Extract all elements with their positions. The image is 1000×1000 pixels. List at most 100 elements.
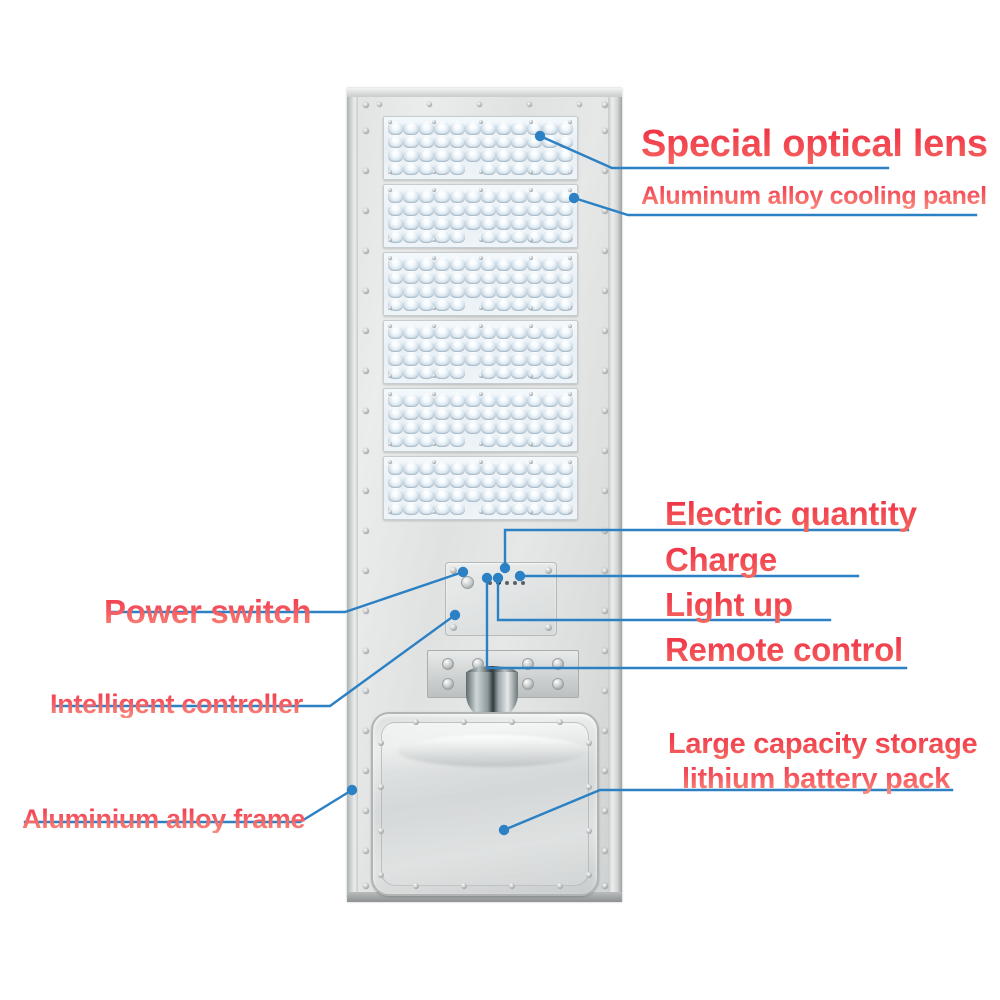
led-lens xyxy=(542,189,558,203)
led-lens xyxy=(449,134,466,148)
led-lens xyxy=(449,501,466,515)
led-lens xyxy=(434,365,450,379)
led-lens xyxy=(418,338,435,352)
led-lens xyxy=(465,257,481,271)
label-light-up: Light up xyxy=(665,586,793,623)
led-lens xyxy=(403,284,419,298)
led-lens xyxy=(403,148,419,162)
led-lens xyxy=(511,148,527,162)
led-module-screw xyxy=(388,170,392,174)
led-module-screw xyxy=(528,238,533,242)
frame-rivet xyxy=(363,883,369,889)
led-lens xyxy=(434,461,450,475)
battery-door-screw xyxy=(378,784,384,790)
led-lens xyxy=(403,488,419,502)
led-lens xyxy=(542,406,558,420)
power-switch-knob[interactable] xyxy=(461,576,474,589)
led-lens xyxy=(557,284,573,298)
led-lens xyxy=(388,393,404,407)
led-lens xyxy=(434,420,450,434)
led-lens xyxy=(449,420,466,434)
led-lens xyxy=(526,393,543,407)
led-lens xyxy=(557,270,573,284)
led-lens xyxy=(511,161,527,175)
led-lens-grid xyxy=(388,189,573,243)
led-lens xyxy=(449,216,466,230)
led-module-screw xyxy=(568,324,572,328)
led-lens xyxy=(403,297,419,311)
led-lens xyxy=(434,257,450,271)
led-lens xyxy=(403,121,419,135)
led-module xyxy=(383,252,578,316)
led-module-screw xyxy=(478,256,483,260)
led-lens xyxy=(449,338,466,352)
led-lens xyxy=(542,161,558,175)
led-lens xyxy=(403,202,419,216)
led-lens xyxy=(557,325,573,339)
led-lens xyxy=(511,433,527,447)
led-module-screw xyxy=(478,392,483,396)
led-lens xyxy=(403,406,419,420)
led-lens xyxy=(449,352,466,366)
led-lens xyxy=(449,474,466,488)
led-lens xyxy=(557,461,573,475)
led-lens xyxy=(495,284,512,298)
led-lens xyxy=(403,257,419,271)
led-lens xyxy=(418,189,435,203)
led-module xyxy=(383,116,578,180)
led-module-screw xyxy=(568,392,572,396)
led-lens xyxy=(434,121,450,135)
frame-rivet xyxy=(377,102,382,107)
led-lens xyxy=(511,352,527,366)
led-lens xyxy=(465,338,481,352)
led-lens xyxy=(465,352,481,366)
battery-door-screw xyxy=(557,883,563,889)
led-module-screw xyxy=(432,238,437,242)
led-lens xyxy=(465,134,481,148)
led-lens xyxy=(403,189,419,203)
led-module-screw xyxy=(568,374,572,378)
led-module-screw xyxy=(478,120,483,124)
frame-rivet xyxy=(602,408,608,414)
led-lens xyxy=(418,352,435,366)
led-lens xyxy=(480,420,496,434)
led-lens xyxy=(449,393,466,407)
led-lens xyxy=(526,134,543,148)
led-lens xyxy=(557,474,573,488)
led-module-screw xyxy=(388,510,392,514)
led-lens xyxy=(511,325,527,339)
led-lens xyxy=(557,134,573,148)
frame-rivet xyxy=(602,848,608,854)
led-lens xyxy=(526,325,543,339)
led-lens xyxy=(511,257,527,271)
led-lens xyxy=(511,121,527,135)
led-lens xyxy=(465,189,481,203)
led-lens xyxy=(526,461,543,475)
bracket-bolt xyxy=(442,678,454,690)
led-lens xyxy=(418,270,435,284)
led-lens xyxy=(465,488,481,502)
led-lens xyxy=(495,161,512,175)
led-lens xyxy=(542,216,558,230)
led-lens xyxy=(480,501,496,515)
frame-rivet xyxy=(363,448,369,454)
battery-door-screw xyxy=(586,740,592,746)
led-lens xyxy=(511,216,527,230)
led-lens xyxy=(495,257,512,271)
led-lens xyxy=(388,216,404,230)
frame-rivet xyxy=(602,168,608,174)
battery-door-screw xyxy=(413,719,419,725)
led-lens xyxy=(480,474,496,488)
controller-screw xyxy=(545,567,552,574)
battery-compartment-door xyxy=(371,712,599,896)
led-lens xyxy=(511,488,527,502)
led-lens xyxy=(480,393,496,407)
led-lens xyxy=(418,325,435,339)
led-module-screw xyxy=(432,324,437,328)
led-lens xyxy=(418,393,435,407)
led-module-screw xyxy=(388,256,392,260)
led-lens xyxy=(465,121,481,135)
led-module-screw xyxy=(528,442,533,446)
frame-rivet xyxy=(363,528,369,534)
led-lens xyxy=(403,161,419,175)
